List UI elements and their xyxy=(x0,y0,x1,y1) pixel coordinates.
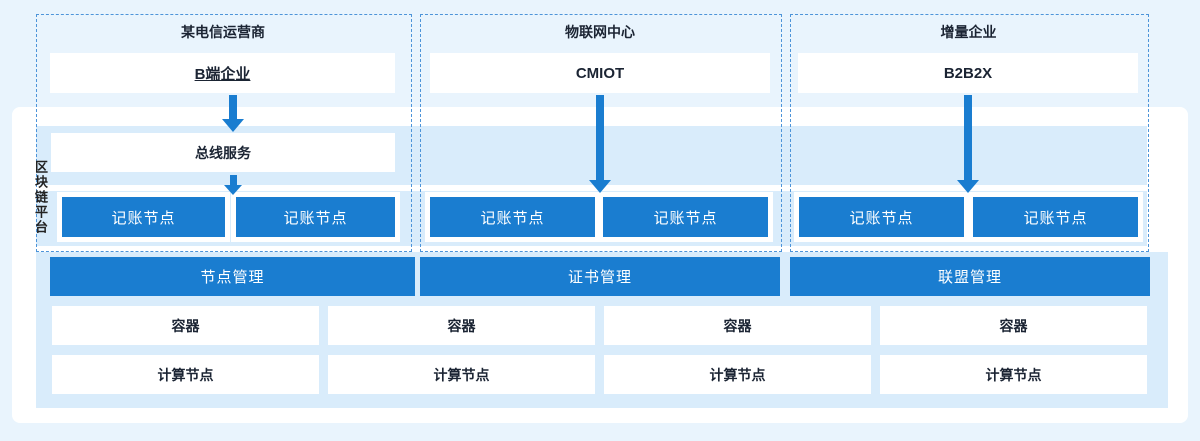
ledger-node-box: 记账节点 xyxy=(973,197,1138,237)
ledger-node-box: 记账节点 xyxy=(603,197,768,237)
entity-box-cmiot: CMIOT xyxy=(430,53,770,93)
compute-node-box: 计算节点 xyxy=(328,355,595,394)
arrow-down-cmiot-head xyxy=(589,180,611,193)
column-header-iot-center: 物联网中心 xyxy=(565,24,635,40)
arrow-down-cmiot-shaft xyxy=(596,95,604,180)
arrow-small-bus-shaft xyxy=(230,175,237,185)
ledger-node-box: 记账节点 xyxy=(430,197,595,237)
platform-vertical-label: 区块链平台 xyxy=(33,160,48,235)
ledger-node-box: 记账节点 xyxy=(236,197,395,237)
column-header-incremental: 增量企业 xyxy=(940,24,997,40)
compute-node-box: 计算节点 xyxy=(604,355,871,394)
arrow-down-b2b2x-head xyxy=(957,180,979,193)
ledger-node-box: 记账节点 xyxy=(62,197,225,237)
arrow-down-b2b2x-shaft xyxy=(964,95,972,180)
container-box: 容器 xyxy=(604,306,871,345)
compute-node-box: 计算节点 xyxy=(880,355,1147,394)
container-box: 容器 xyxy=(52,306,319,345)
container-box: 容器 xyxy=(880,306,1147,345)
container-box: 容器 xyxy=(328,306,595,345)
column-header-telecom: 某电信运营商 xyxy=(181,24,265,40)
certificate-management-bar: 证书管理 xyxy=(420,257,780,296)
node-management-bar: 节点管理 xyxy=(50,257,415,296)
ledger-node-box: 记账节点 xyxy=(799,197,964,237)
entity-box-b-end-enterprise: B端企业 xyxy=(50,53,395,93)
entity-box-b2b2x: B2B2X xyxy=(798,53,1138,93)
compute-node-box: 计算节点 xyxy=(52,355,319,394)
arrow-down-telecom-shaft xyxy=(229,95,237,119)
bus-service-box: 总线服务 xyxy=(51,133,395,172)
arrow-small-bus-head xyxy=(224,185,242,195)
entity-label: B端企业 xyxy=(194,65,251,83)
arrow-down-telecom-head xyxy=(222,119,244,132)
alliance-management-bar: 联盟管理 xyxy=(790,257,1150,296)
